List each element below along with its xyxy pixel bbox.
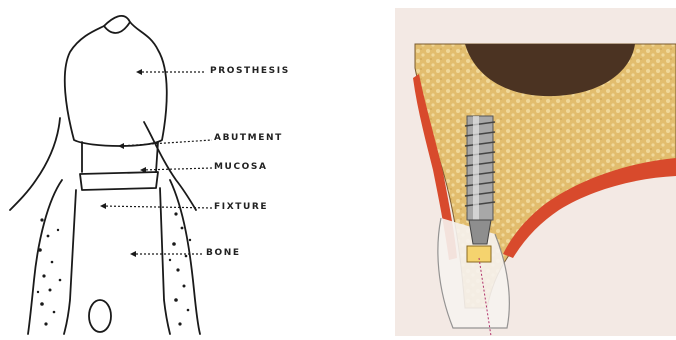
implant-schematic-drawing: PROSTHESIS ABUTMENT MUCOSA FIXTURE BONE bbox=[0, 0, 340, 336]
implant-fixture bbox=[465, 116, 495, 220]
label-abutment: ABUTMENT bbox=[214, 133, 283, 143]
bone-right bbox=[170, 180, 200, 334]
mucosa-right bbox=[144, 122, 196, 210]
fixture bbox=[64, 188, 170, 334]
implant-abutment bbox=[469, 220, 491, 244]
cross-section-svg bbox=[395, 8, 676, 336]
implant-cross-section-illustration bbox=[395, 8, 676, 336]
schematic-svg bbox=[0, 0, 340, 336]
label-mucosa: MUCOSA bbox=[214, 162, 268, 172]
label-bone: BONE bbox=[206, 248, 241, 258]
label-fixture: FIXTURE bbox=[214, 202, 268, 212]
fixture-apex bbox=[89, 300, 111, 332]
label-prosthesis: PROSTHESIS bbox=[210, 66, 290, 76]
prosthesis-crown bbox=[65, 16, 167, 146]
bone-stipple bbox=[37, 212, 191, 325]
bone-left bbox=[28, 180, 62, 334]
